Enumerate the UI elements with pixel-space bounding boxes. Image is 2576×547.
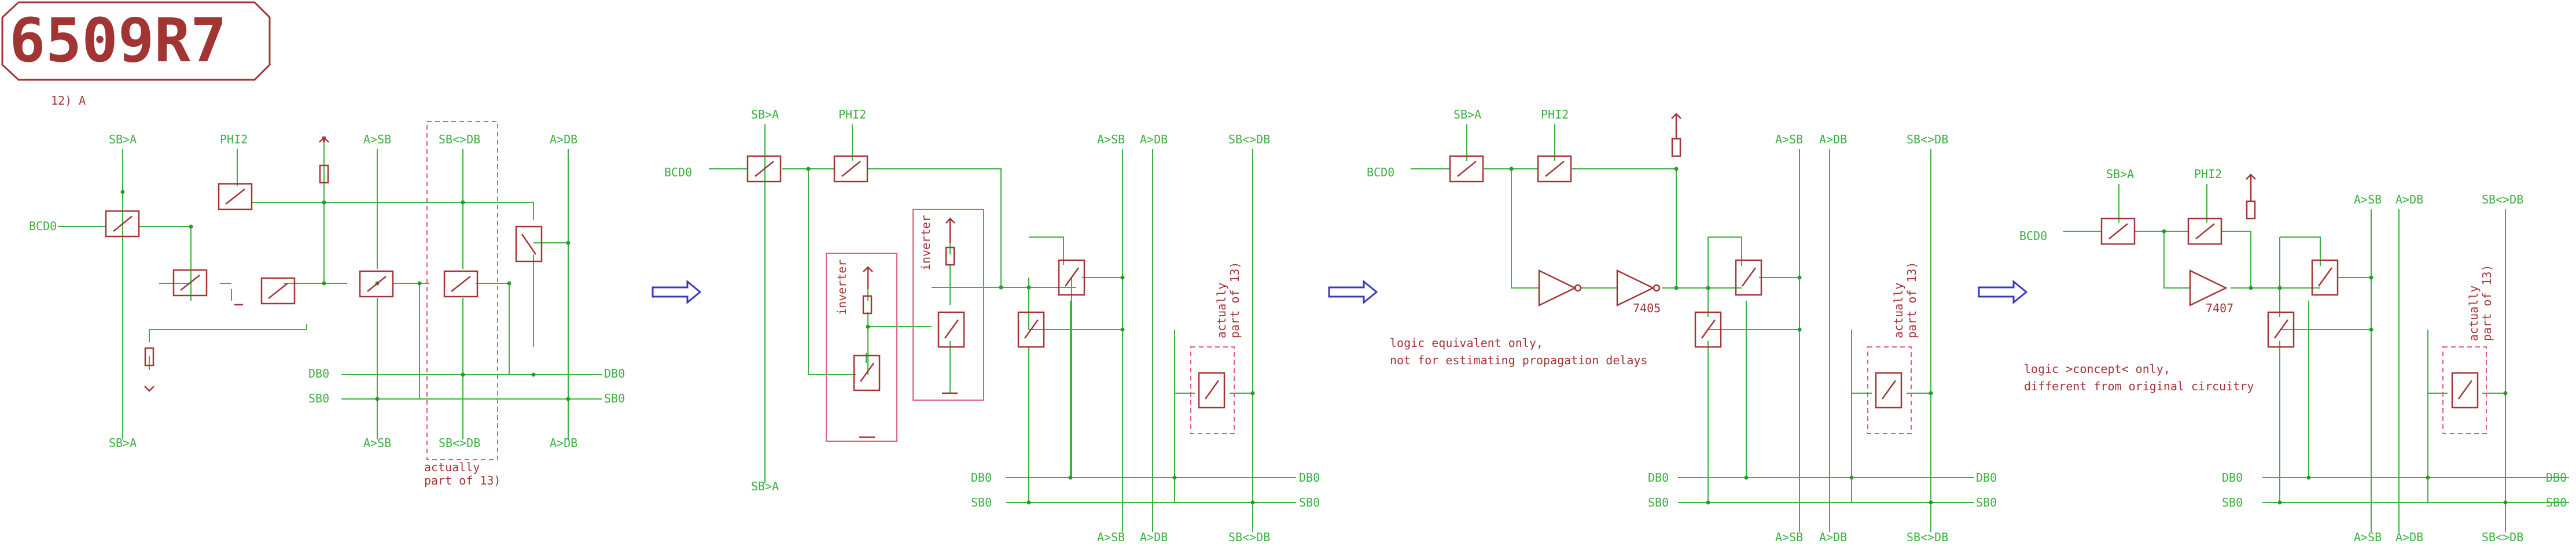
label-a-to-sb-top-4: A>SB <box>2354 193 2382 206</box>
label-db0-left-4: DB0 <box>2222 471 2243 485</box>
label-phi2-2: PHI2 <box>838 108 866 121</box>
label-sb-to-a-top-3: SB>A <box>1453 108 1481 121</box>
label-7405: 7405 <box>1633 301 1661 315</box>
label-a-to-db-top: A>DB <box>550 132 577 146</box>
junctions-2 <box>806 167 1255 505</box>
label-sb-db-bottom-4: SB<>DB <box>2482 530 2523 544</box>
label-a-to-sb-top-3: A>SB <box>1775 132 1803 146</box>
note-actually-4a: actually <box>2467 286 2481 341</box>
label-phi2-4: PHI2 <box>2194 167 2222 181</box>
label-a-to-db-bottom-3: A>DB <box>1819 530 1847 544</box>
label-db0-left-2: DB0 <box>971 471 992 485</box>
label-sb-db-top-4: SB<>DB <box>2482 193 2523 206</box>
note-actually-2b: part of 13) <box>1228 262 1242 338</box>
label-phi2-3: PHI2 <box>1541 108 1569 121</box>
label-db0-left-3: DB0 <box>1648 471 1669 485</box>
note-part-of-13: part of 13) <box>424 474 501 487</box>
label-sb-to-a-top-4: SB>A <box>2106 167 2134 181</box>
label-sb-db-bottom: SB<>DB <box>439 436 480 450</box>
note-actually-3a: actually <box>1891 283 1905 338</box>
note4-line2: different from original circuitry <box>2024 379 2254 393</box>
label-sb-to-a-top: SB>A <box>109 132 137 146</box>
page-title: 6509R7 <box>9 5 227 76</box>
label-db0-right-3: DB0 <box>1976 471 1997 485</box>
diagram-logic-equivalent: SB>A PHI2 BCD0 A>SB A>DB SB<>DB DB0 DB0 … <box>1367 108 1997 544</box>
label-sb-to-a-top-2: SB>A <box>751 108 779 121</box>
label-bcd0-2: BCD0 <box>664 165 692 179</box>
label-sb0-left: SB0 <box>308 391 329 405</box>
title-block: 6509R7 12) A <box>1 1 271 108</box>
label-a-to-db-bottom-4: A>DB <box>2395 530 2423 544</box>
label-sb-db-bottom-3: SB<>DB <box>1907 530 1948 544</box>
wires <box>58 142 602 439</box>
components-3 <box>1449 113 1902 409</box>
label-sb0-right-2: SB0 <box>1299 496 1320 509</box>
components-4 <box>2100 173 2479 409</box>
label-a-to-db-bottom-2: A>DB <box>1140 530 1168 544</box>
label-a-to-sb-top: A>SB <box>363 132 391 146</box>
diagram-inverter-version: SB>A PHI2 BCD0 A>SB A>DB SB<>DB SB>A DB0… <box>664 108 1320 544</box>
label-sb0-left-3: SB0 <box>1648 496 1669 509</box>
label-db0-left: DB0 <box>308 367 329 380</box>
switches-2 <box>746 155 1226 438</box>
label-inverter-2: inverter <box>919 215 933 271</box>
junctions-3 <box>1509 167 1933 505</box>
inverter-box-2 <box>912 209 984 401</box>
wires-3 <box>1411 124 1974 532</box>
transition-arrows <box>652 279 2028 305</box>
label-a-to-db-top-2: A>DB <box>1140 132 1168 146</box>
note3-line1: logic equivalent only, <box>1390 336 1543 350</box>
highlight-box-2 <box>1190 346 1235 434</box>
note-actually: actually <box>424 460 480 474</box>
pullups <box>144 136 329 392</box>
label-7407: 7407 <box>2206 301 2233 315</box>
note4-line1: logic >concept< only, <box>2024 362 2170 376</box>
note-actually-3b: part of 13) <box>1905 262 1919 338</box>
diagram-original: SB>A PHI2 A>SB SB<>DB A>DB BCD0 DB0 DB0 … <box>29 121 625 487</box>
switches <box>105 183 543 306</box>
label-a-to-db-bottom: A>DB <box>550 436 577 450</box>
note-actually-2a: actually <box>1215 283 1228 338</box>
label-db0-right: DB0 <box>604 367 625 380</box>
note-actually-4b: part of 13) <box>2480 265 2494 341</box>
note3-line2: not for estimating propagation delays <box>1390 353 1648 367</box>
label-inverter-1: inverter <box>835 260 849 315</box>
label-sb0-right-3: SB0 <box>1976 496 1997 509</box>
junctions-4 <box>2162 229 2508 505</box>
label-a-to-db-top-4: A>DB <box>2395 193 2423 206</box>
label-a-to-sb-bottom-2: A>SB <box>1097 530 1125 544</box>
wires-4 <box>2063 184 2569 532</box>
section-label: 12) A <box>51 94 86 108</box>
label-a-to-sb-top-2: A>SB <box>1097 132 1125 146</box>
label-sb0-left-4: SB0 <box>2222 496 2243 509</box>
label-sb-db-top-3: SB<>DB <box>1907 132 1948 146</box>
label-bcd0-4: BCD0 <box>2019 229 2047 243</box>
label-sb0-left-2: SB0 <box>971 496 992 509</box>
label-a-to-sb-bottom-3: A>SB <box>1775 530 1803 544</box>
diagram-logic-concept: SB>A PHI2 BCD0 A>SB A>DB SB<>DB DB0 DB0 … <box>2019 167 2569 544</box>
highlight-box-3 <box>1867 346 1912 434</box>
wires-2 <box>709 124 1296 532</box>
label-sb-db-bottom-2: SB<>DB <box>1228 530 1270 544</box>
label-db0-right-2: DB0 <box>1299 471 1320 485</box>
label-sb0-right: SB0 <box>604 391 625 405</box>
label-sb-db-top-2: SB<>DB <box>1228 132 1270 146</box>
label-sb-db-top: SB<>DB <box>439 132 480 146</box>
label-bcd0-3: BCD0 <box>1367 165 1394 179</box>
label-a-to-sb-bottom-4: A>SB <box>2354 530 2382 544</box>
highlight-box-sb-db <box>426 121 498 460</box>
inverter-box-1 <box>826 253 897 442</box>
label-a-to-db-top-3: A>DB <box>1819 132 1847 146</box>
label-phi2: PHI2 <box>220 132 248 146</box>
label-bcd0: BCD0 <box>29 219 57 233</box>
